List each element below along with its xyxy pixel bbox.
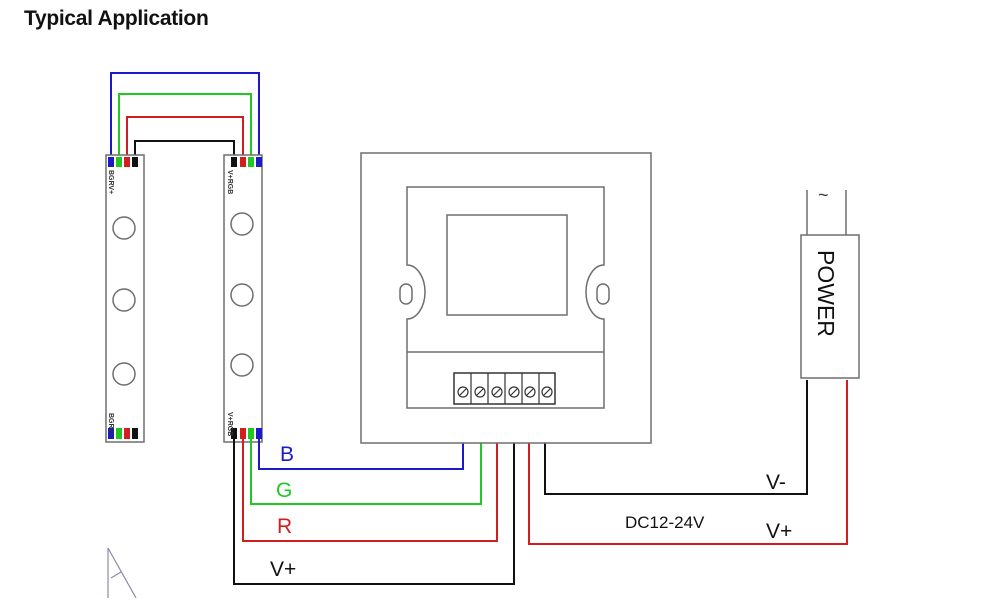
power-supply-box	[800, 234, 860, 379]
left-strip-top-pin-label: BGRV+	[107, 170, 114, 194]
vminus-power-wire	[544, 380, 808, 495]
right-mounting-slot	[596, 283, 610, 305]
controller-display-window	[446, 214, 568, 316]
left-mounting-slot	[399, 283, 413, 305]
terminal-screws	[457, 373, 553, 404]
led	[112, 288, 136, 312]
red-loop-wire	[126, 116, 244, 160]
green-loop-wire	[118, 93, 252, 160]
blue-wire-label: B	[280, 443, 294, 466]
vplus-power-label: V+	[766, 520, 792, 543]
decorative-sketch-mark	[107, 547, 137, 599]
page-title: Typical Application	[24, 7, 209, 30]
ac-input-symbol: ~	[818, 185, 829, 205]
vplus-strip-wire	[233, 403, 515, 585]
right-led-strip	[223, 154, 263, 443]
black-loop-wire	[134, 140, 235, 160]
blue-loop-wire	[110, 72, 260, 160]
green-wire-label: G	[276, 479, 292, 502]
vplus-strip-label: V+	[270, 558, 296, 581]
right-strip-bottom-pin-label: V+RGB	[226, 412, 233, 436]
supply-voltage-label: DC12-24V	[625, 513, 705, 532]
led	[112, 362, 136, 386]
red-wire-label: R	[277, 515, 292, 538]
red-signal-wire	[242, 403, 498, 542]
led	[230, 283, 254, 307]
left-led-strip	[105, 154, 145, 443]
led	[112, 216, 136, 240]
vminus-power-label: V-	[766, 471, 786, 494]
green-signal-wire	[250, 403, 482, 505]
led	[230, 212, 254, 236]
right-strip-top-pin-label: V+RGB	[226, 170, 233, 194]
left-strip-bottom-pin-label: BGRV+	[107, 413, 114, 437]
led	[230, 353, 254, 377]
rgb-controller	[360, 152, 652, 444]
power-supply-label: POWER	[813, 250, 839, 337]
vplus-power-wire	[528, 380, 848, 545]
power-supply	[800, 190, 860, 379]
